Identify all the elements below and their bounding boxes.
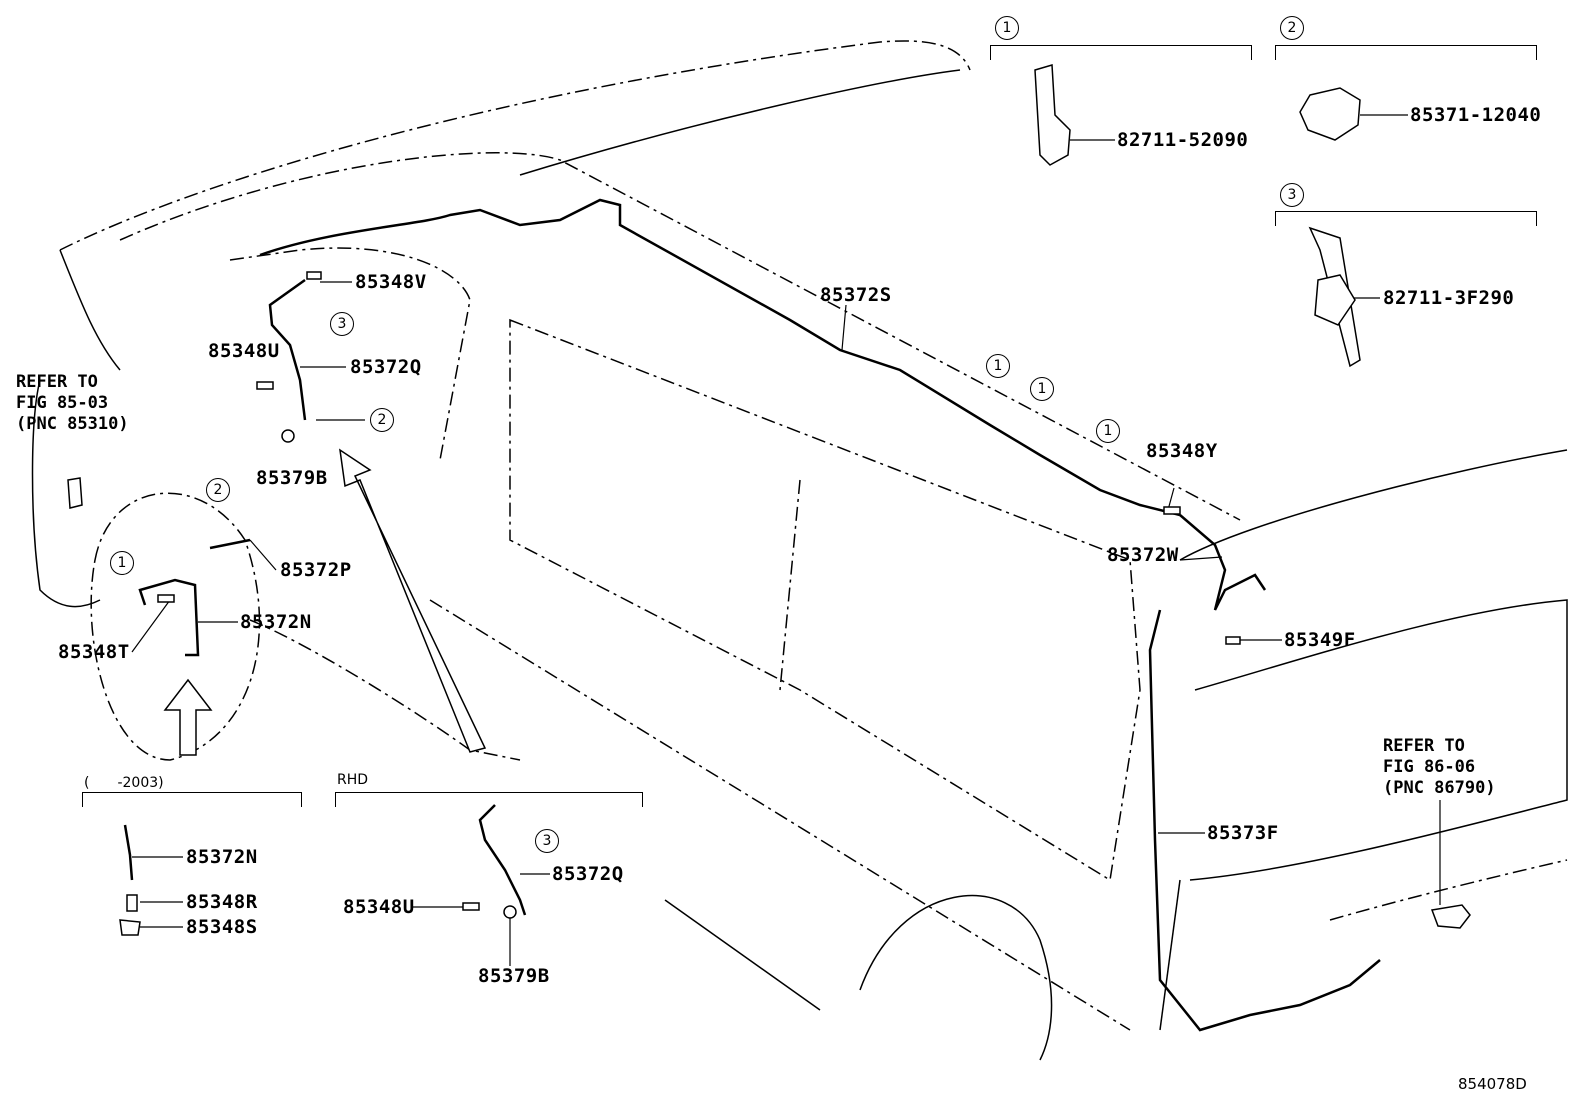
label-85373F: 85373F [1207,822,1279,844]
side-window [509,318,1141,882]
label-85349F: 85349F [1284,629,1356,651]
label-82711-3F290: 82711-3F290 [1383,287,1515,309]
grommet-85379B [281,429,295,443]
refer-rear-line2: FIG 86-06 [1383,757,1476,777]
label-85348T: 85348T [58,641,130,663]
front-wheel [90,492,261,761]
rear-door [1329,859,1568,921]
callout-1-roof-a: 1 [986,354,1010,378]
front-body [31,379,101,608]
a-pillar [229,247,471,461]
label-85348U: 85348U [208,340,280,362]
clip-82711-52090 [1034,64,1071,166]
rhd-label-85372Q: 85372Q [552,863,624,885]
connector-85348Y [1163,506,1181,515]
connector-85348U [256,381,274,390]
callout-2-wheel: 2 [206,478,230,502]
label-85372Q: 85372Q [350,356,422,378]
label-85372N: 85372N [240,611,312,633]
arrow-side [339,448,487,753]
connector-85348T [157,594,175,603]
refer-rear-line3: (PNC 86790) [1383,778,1496,798]
rhd-grommet-85379B [503,905,517,919]
refer-rear-line1: REFER TO [1383,736,1465,756]
sub-hose-85372N [123,824,134,881]
inset3-index: 3 [1280,183,1304,207]
sub-85348S [119,919,141,936]
label-85372W: 85372W [1107,544,1179,566]
hose-85372W [1179,514,1267,611]
hood-line [59,249,121,371]
sub2003-title: ( -2003) [84,775,164,791]
callout-3-upper: 3 [330,312,354,336]
sub-label-85372N: 85372N [186,846,258,868]
sub2003-bracket [82,792,302,807]
rhd-label-85379B: 85379B [478,965,550,987]
roof-inner [119,152,1241,521]
rhd-hose-85372Q [478,804,527,916]
hose-85372P [209,538,251,550]
rhd-label-85348U: 85348U [343,896,415,918]
arrow-front [163,678,213,756]
label-85348V: 85348V [355,271,427,293]
callout-2-upper: 2 [370,408,394,432]
rhd-85348U [462,902,480,911]
refer-front-line2: FIG 85-03 [16,393,109,413]
b-pillar [779,479,801,691]
sub-85348R [126,894,138,912]
rear-panel [1159,879,1181,1031]
inset3-bracket [1275,211,1537,226]
sub-label-85348R: 85348R [186,891,258,913]
body-lower [429,599,1131,1031]
inset2-bracket [1275,45,1537,60]
inset1-index: 1 [995,16,1019,40]
connector-85348V [306,271,322,280]
rhd-bracket [335,792,643,807]
callout-3-rhd: 3 [535,829,559,853]
rear-quarter [1179,449,1568,561]
label-85372S: 85372S [820,284,892,306]
refer-rear-note: REFER TO FIG 86-06 (PNC 86790) [1383,736,1496,799]
connector-85349F [1225,636,1241,645]
rear-window [1189,599,1568,881]
clamp-85371-12040 [1299,87,1361,141]
label-82711-52090: 82711-52090 [1117,129,1249,151]
callout-1-roof-b: 1 [1030,377,1054,401]
hose-85373F [1148,609,1381,1032]
hose-85372S [259,198,1181,517]
diagram-id: 854078D [1458,1075,1527,1093]
callout-1-roof-c: 1 [1096,419,1120,443]
label-85379B: 85379B [256,467,328,489]
label-85371-12040: 85371-12040 [1410,104,1542,126]
clip-82711-3F290-body [1314,274,1356,326]
rhd-title: RHD [337,772,369,788]
pump [67,477,83,509]
hose-85372N [138,578,200,657]
refer-front-line3: (PNC 85310) [16,414,129,434]
inset1-bracket [990,45,1252,60]
hose-85372Q [268,278,307,421]
roof-edge [519,69,961,176]
roof-outline [59,40,971,251]
sill [664,899,821,1011]
sub-label-85348S: 85348S [186,916,258,938]
label-85348Y: 85348Y [1146,440,1218,462]
refer-front-note: REFER TO FIG 85-03 (PNC 85310) [16,372,129,435]
callout-1-wheel: 1 [110,551,134,575]
refer-front-line1: REFER TO [16,372,98,392]
inset2-index: 2 [1280,16,1304,40]
rear-nozzle [1430,904,1471,929]
label-85372P: 85372P [280,559,352,581]
rear-wheel [859,895,1053,1061]
